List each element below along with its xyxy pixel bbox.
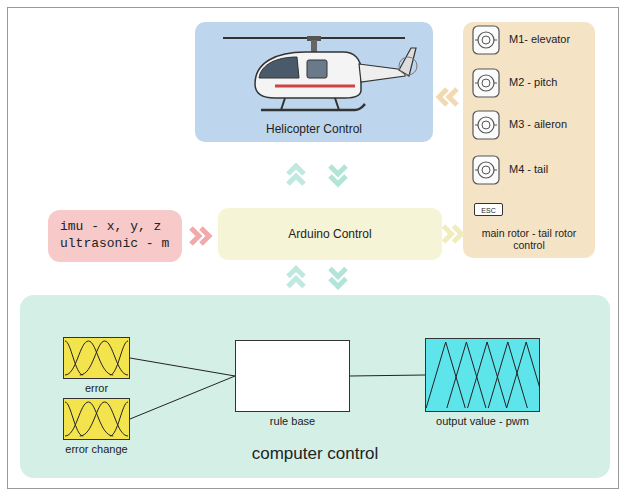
- flow-chevron: [442, 226, 463, 242]
- servo-motor-icon: [471, 110, 501, 140]
- motor-label: M4 - tail: [509, 163, 548, 176]
- servo-motor-icon: [471, 68, 501, 98]
- servo-motor-icon: [471, 25, 501, 55]
- motor-label: M1- elevator: [509, 33, 570, 46]
- node-text: Helicopter Control: [199, 122, 429, 136]
- actuator-panel: M1- elevator M2 - pitch M3 - aileron M4 - t…: [463, 22, 595, 258]
- shape-label: rule base: [270, 415, 315, 428]
- computer-panel: computer controlerrorerror changerule ba…: [20, 295, 610, 478]
- helicopter-illustration: [215, 26, 420, 118]
- connector-line: [350, 375, 425, 376]
- rule-base-box: rule base: [235, 340, 350, 412]
- output-membership: output value - pwm: [425, 338, 540, 412]
- input-membership-shape: [63, 398, 130, 440]
- arduino-box: Arduino Control: [218, 208, 442, 260]
- flow-chevron: [182, 228, 218, 244]
- motor-label: M2 - pitch: [509, 76, 557, 89]
- flow-chevron: [330, 142, 346, 208]
- servo-motor-icon: [471, 155, 501, 185]
- flow-chevron: [288, 260, 304, 295]
- flow-chevron: [433, 89, 463, 105]
- node-text: Arduino Control: [218, 227, 442, 241]
- shape-label: error: [85, 382, 108, 395]
- helicopter-panel: Helicopter Control: [195, 22, 433, 142]
- output-membership-shape: [425, 338, 540, 412]
- rule-base-box-shape: [235, 340, 350, 412]
- shape-label: error change: [65, 443, 127, 456]
- connector-line: [130, 376, 235, 419]
- input-membership: error change: [63, 398, 130, 440]
- sensor-box: imu - x, y, zultrasonic - m: [48, 210, 182, 262]
- node-text: main rotor - tail rotor control: [467, 227, 591, 252]
- node-text: ESC: [475, 206, 502, 213]
- flow-chevron: [330, 260, 346, 295]
- connector-line: [130, 358, 235, 376]
- input-membership-shape: [63, 337, 130, 379]
- flow-chevron: [288, 142, 304, 208]
- node-text: imu - x, y, z: [60, 219, 161, 235]
- shape-label: output value - pwm: [436, 415, 529, 428]
- esc-box: ESC: [474, 203, 503, 216]
- motor-label: M3 - aileron: [509, 118, 567, 131]
- node-text: ultrasonic - m: [60, 236, 169, 252]
- input-membership: error: [63, 337, 130, 379]
